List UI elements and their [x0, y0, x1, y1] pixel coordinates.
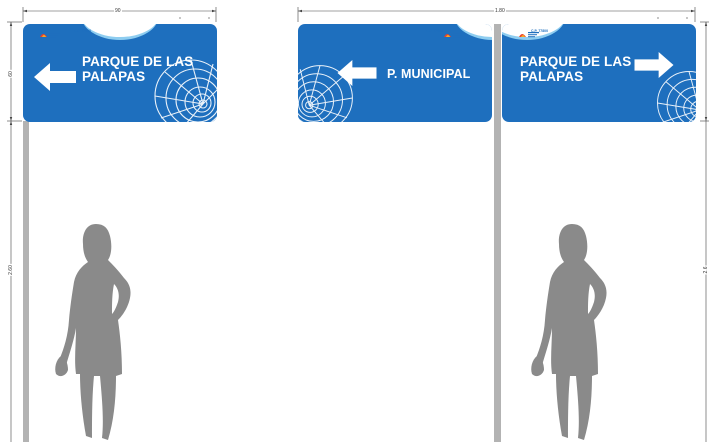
sign-label-line1: PARQUE DE LAS	[82, 54, 194, 69]
arrow-left-icon	[337, 60, 377, 86]
dim-pole-height-left: 2.60	[8, 264, 14, 276]
sign-p-municipal: C.P. 77800 P. MUNICIPAL	[298, 24, 492, 122]
dim-pole-height-right: 2.6	[703, 265, 709, 275]
logo-icon	[40, 32, 60, 38]
sign-parque-de-las-palapas-right: C.P. 77800 PARQUE DE LAS PALAPAS	[502, 24, 696, 122]
sign-cap	[81, 24, 159, 40]
pole-left	[23, 121, 29, 442]
logo-icon	[444, 32, 464, 38]
person-silhouette-icon	[55, 224, 131, 440]
sign-label-line1: P. MUNICIPAL	[387, 67, 471, 81]
shell-spiral-icon	[154, 59, 217, 122]
shell-spiral-icon	[657, 71, 696, 122]
postal-code-label: C.P. 77800	[74, 29, 92, 33]
dim-sign-height: 60	[8, 70, 14, 78]
dim-span-width: 1.80	[494, 8, 506, 14]
pole-center	[494, 24, 501, 442]
sign-parque-de-las-palapas-left: C.P. 77800 PARQUE DE LAS PALAPAS	[23, 24, 217, 122]
sign-label-line2: PALAPAS	[82, 69, 146, 84]
logo-icon	[519, 32, 539, 38]
person-silhouette-icon	[531, 224, 607, 440]
sign-label-line2: PALAPAS	[520, 69, 584, 84]
postal-code-label: C.P. 77800	[426, 29, 444, 33]
shell-spiral-icon	[298, 65, 353, 122]
arrow-right-icon	[634, 52, 674, 78]
dim-sign-width: 90	[114, 8, 122, 14]
arrow-left-icon	[34, 63, 76, 91]
sign-label-line1: PARQUE DE LAS	[520, 54, 632, 69]
postal-code-label: C.P. 77800	[531, 29, 549, 33]
